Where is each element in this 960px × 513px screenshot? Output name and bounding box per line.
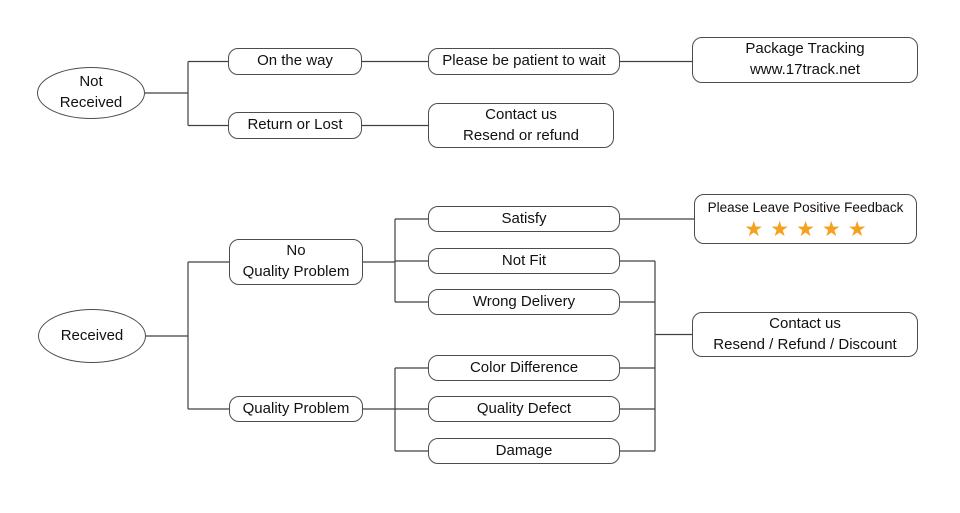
positive-feedback-label: Please Leave Positive Feedback	[707, 200, 904, 216]
five-stars-icon: ★★★★★	[744, 217, 874, 241]
node-positive-feedback: Please Leave Positive Feedback ★★★★★	[694, 194, 917, 244]
node-not-fit: Not Fit	[428, 248, 620, 274]
node-color-difference: Color Difference	[428, 355, 620, 381]
node-package-tracking: Package Tracking www.17track.net	[692, 37, 918, 83]
node-satisfy: Satisfy	[428, 206, 620, 232]
node-please-be-patient: Please be patient to wait	[428, 48, 620, 75]
node-wrong-delivery: Wrong Delivery	[428, 289, 620, 315]
node-no-quality-problem: No Quality Problem	[229, 239, 363, 285]
node-return-or-lost: Return or Lost	[228, 112, 362, 139]
node-quality-problem: Quality Problem	[229, 396, 363, 422]
node-received: Received	[38, 309, 146, 363]
node-contact-resend-refund: Contact us Resend or refund	[428, 103, 614, 148]
node-on-the-way: On the way	[228, 48, 362, 75]
node-quality-defect: Quality Defect	[428, 396, 620, 422]
node-not-received: Not Received	[37, 67, 145, 119]
node-contact-resend-refund-discount: Contact us Resend / Refund / Discount	[692, 312, 918, 357]
connector-path-bottom	[146, 218, 694, 452]
node-damage: Damage	[428, 438, 620, 464]
connector-path-top	[145, 60, 692, 127]
